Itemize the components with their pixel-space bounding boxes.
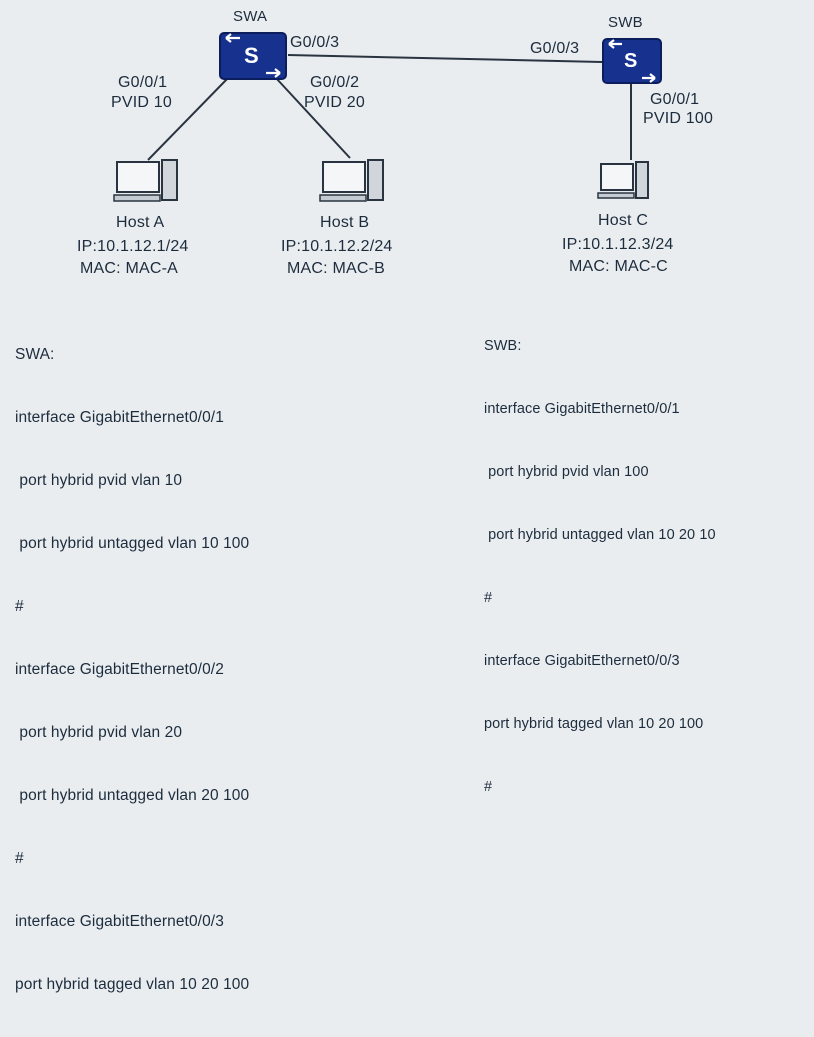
host-c-mac: MAC: MAC-C — [569, 258, 668, 275]
host-c-ip: IP:10.1.12.3/24 — [562, 236, 674, 253]
config-line: interface GigabitEthernet0/0/3 — [15, 913, 224, 930]
swb-g003-label: G0/0/3 — [530, 40, 580, 57]
swa-g001-pvid: PVID 10 — [111, 94, 172, 111]
config-line: port hybrid untagged vlan 20 100 — [15, 787, 250, 804]
host-a-ip: IP:10.1.12.1/24 — [77, 238, 189, 255]
config-line: # — [484, 590, 493, 606]
config-line: interface GigabitEthernet0/0/2 — [15, 661, 224, 678]
link-swa-swb — [287, 54, 603, 63]
swa-label: SWA — [233, 8, 268, 25]
config-line: interface GigabitEthernet0/0/1 — [484, 401, 680, 417]
config-line: port hybrid pvid vlan 100 — [484, 464, 649, 480]
host-c-pc-icon — [597, 161, 649, 199]
config-line: port hybrid pvid vlan 20 — [15, 724, 183, 741]
config-line: interface GigabitEthernet0/0/1 — [15, 409, 224, 426]
swa-config-block: SWA: interface GigabitEthernet0/0/1 port… — [15, 302, 249, 1037]
host-a-name: Host A — [116, 214, 165, 231]
topology-graphics — [113, 32, 662, 202]
network-diagram: S S SWA SWB G0/0/3 G0/0/3 G0/0/1 PVID 10… — [15, 8, 716, 993]
host-a-mac: MAC: MAC-A — [80, 260, 178, 277]
host-b-name: Host B — [320, 214, 370, 231]
config-line: # — [15, 850, 24, 867]
swb-config-block: SWB: interface GigabitEthernet0/0/1 port… — [484, 294, 716, 840]
config-line: interface GigabitEthernet0/0/3 — [484, 653, 680, 669]
swb-glyph: S — [624, 50, 638, 72]
config-line: # — [15, 598, 24, 615]
host-b-ip: IP:10.1.12.2/24 — [281, 238, 393, 255]
swb-label: SWB — [608, 14, 643, 31]
host-b-mac: MAC: MAC-B — [287, 260, 385, 277]
config-line: port hybrid tagged vlan 10 20 100 — [484, 716, 704, 732]
host-b-pc-icon — [319, 159, 384, 202]
host-a-pc-icon — [113, 159, 178, 202]
swa-g002-pvid: PVID 20 — [304, 94, 365, 111]
config-line: port hybrid untagged vlan 10 20 10 — [484, 527, 716, 543]
config-line: port hybrid pvid vlan 10 — [15, 472, 183, 489]
link-swa-hosta — [147, 77, 229, 161]
switch-swb-icon — [602, 38, 662, 84]
host-c-name: Host C — [598, 212, 649, 229]
swb-g001-pvid: PVID 100 — [643, 110, 714, 127]
link-swa-hostb — [275, 77, 351, 159]
swb-g001-label: G0/0/1 — [650, 91, 700, 108]
swa-glyph: S — [244, 43, 259, 68]
config-line: # — [484, 779, 493, 795]
swb-config-title: SWB: — [484, 338, 522, 354]
swa-config-title: SWA: — [15, 346, 55, 363]
switch-swa-icon — [219, 32, 287, 80]
swa-g002-label: G0/0/2 — [310, 74, 360, 91]
config-line: port hybrid untagged vlan 10 100 — [15, 535, 250, 552]
swa-g003-label: G0/0/3 — [290, 34, 340, 51]
config-line: port hybrid tagged vlan 10 20 100 — [15, 976, 250, 993]
swa-g001-label: G0/0/1 — [118, 74, 168, 91]
